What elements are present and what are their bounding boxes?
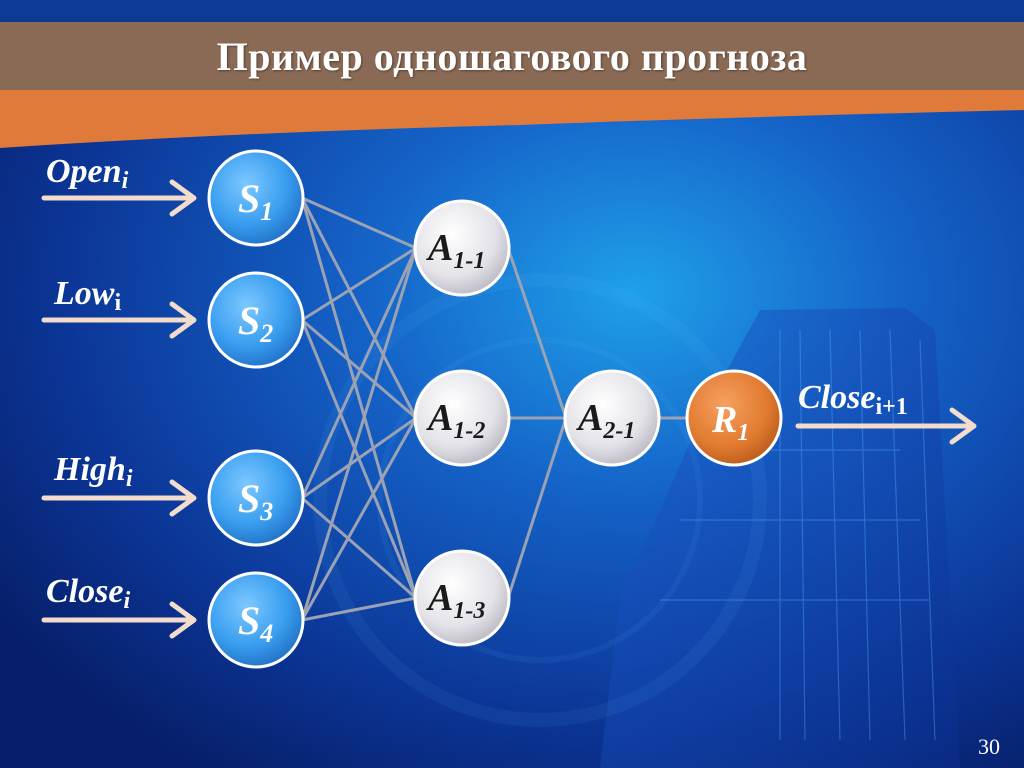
svg-text:A1-3: A1-3 <box>426 577 485 624</box>
node-a1-1: A1-1 <box>413 199 511 297</box>
node-s2: S2 <box>207 271 305 369</box>
page-number: 30 <box>978 734 1000 759</box>
connections-layer-2 <box>506 247 688 599</box>
svg-text:S4: S4 <box>238 598 273 648</box>
svg-text:A2-1: A2-1 <box>576 397 635 444</box>
output-label: Closei+1 <box>798 379 908 420</box>
title-bar: Пример одношагового прогноза <box>0 22 1024 90</box>
output-arrow <box>795 407 977 445</box>
node-a2-1: A2-1 <box>563 369 661 467</box>
svg-text:R1: R1 <box>711 399 749 446</box>
connection <box>301 416 417 500</box>
node-s1: S1 <box>207 149 305 247</box>
connections-layer-1 <box>300 196 418 622</box>
node-a1-2: A1-2 <box>413 369 511 467</box>
slide-title: Пример одношагового прогноза <box>216 33 808 79</box>
input-arrow-low <box>41 301 197 339</box>
input-arrow-high <box>41 479 197 517</box>
node-a1-3: A1-3 <box>413 549 511 647</box>
node-s3: S3 <box>207 449 305 547</box>
connection <box>300 247 418 499</box>
connection <box>506 247 568 419</box>
svg-text:S2: S2 <box>238 298 273 348</box>
input-label-low: Lowi <box>53 275 121 316</box>
connection <box>301 496 417 600</box>
connection <box>300 197 418 599</box>
input-arrow-close <box>41 601 197 639</box>
orange-band <box>0 90 1024 148</box>
connection <box>300 247 418 621</box>
connection <box>300 417 418 621</box>
connection <box>301 196 417 250</box>
connection <box>301 246 417 322</box>
node-r1: R1 <box>685 369 783 467</box>
input-arrow-open <box>41 179 197 217</box>
svg-text:A1-2: A1-2 <box>426 397 485 444</box>
svg-text:S3: S3 <box>238 476 273 526</box>
svg-text:A1-1: A1-1 <box>426 227 485 274</box>
connection <box>506 417 568 599</box>
input-label-open: Openi <box>46 153 129 194</box>
input-label-close: Closei <box>46 573 130 614</box>
connection <box>301 596 417 622</box>
connection <box>301 318 417 420</box>
connection <box>300 197 418 419</box>
svg-text:S1: S1 <box>238 176 273 226</box>
input-label-high: Highi <box>53 451 133 492</box>
node-s4: S4 <box>207 571 305 669</box>
